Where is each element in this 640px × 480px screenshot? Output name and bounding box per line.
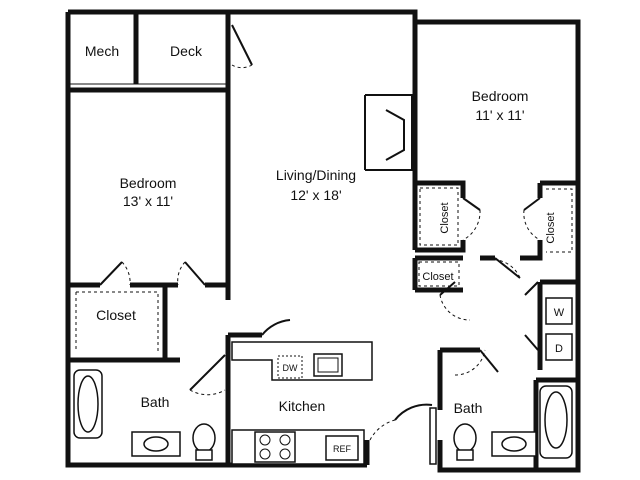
refrigerator [325,435,359,461]
left-bath [73,335,231,465]
bath-left-label: Bath [141,394,170,410]
sink-left [143,436,169,452]
right-bedroom-walls [412,22,578,321]
washer [545,297,573,325]
fireplace [364,94,413,171]
stove [254,431,296,463]
kitchen-area [228,319,433,465]
bath-right-label: Bath [454,400,483,416]
bedroom-left-label: Bedroom [120,175,177,191]
room-labels: Mech Deck Bedroom 13' x 11' Living/Dinin… [85,43,565,454]
mech-deck-area [68,12,253,93]
sink-right [501,436,527,452]
toilet-left [192,423,216,453]
refrigerator-label: REF [333,444,352,454]
mech-label: Mech [85,43,119,59]
closet-mid-vertical-label: Closet [439,202,451,233]
living-label: Living/Dining [276,167,356,183]
closet-right-label: Closet [545,212,557,243]
kitchen-label: Kitchen [279,398,326,414]
kitchen-sink [313,353,343,377]
dishwasher-label: DW [283,363,298,373]
laundry [524,279,578,370]
bedroom-left-size: 13' x 11' [123,193,173,209]
closet-mid-small-label: Closet [422,271,453,283]
closet-left-label: Closet [96,307,136,323]
dishwasher [277,355,303,379]
deck-label: Deck [170,43,203,59]
bedroom-right-label: Bedroom [472,88,529,104]
left-bedroom-walls [68,261,228,363]
bedroom-right-size: 11' x 11' [475,107,524,123]
outer-walls [65,9,581,473]
right-bath [429,347,578,470]
dryer-label: D [555,343,563,355]
washer-label: W [554,307,565,319]
dryer [545,333,573,361]
toilet-right [453,423,477,453]
living-size: 12' x 18' [290,187,341,203]
